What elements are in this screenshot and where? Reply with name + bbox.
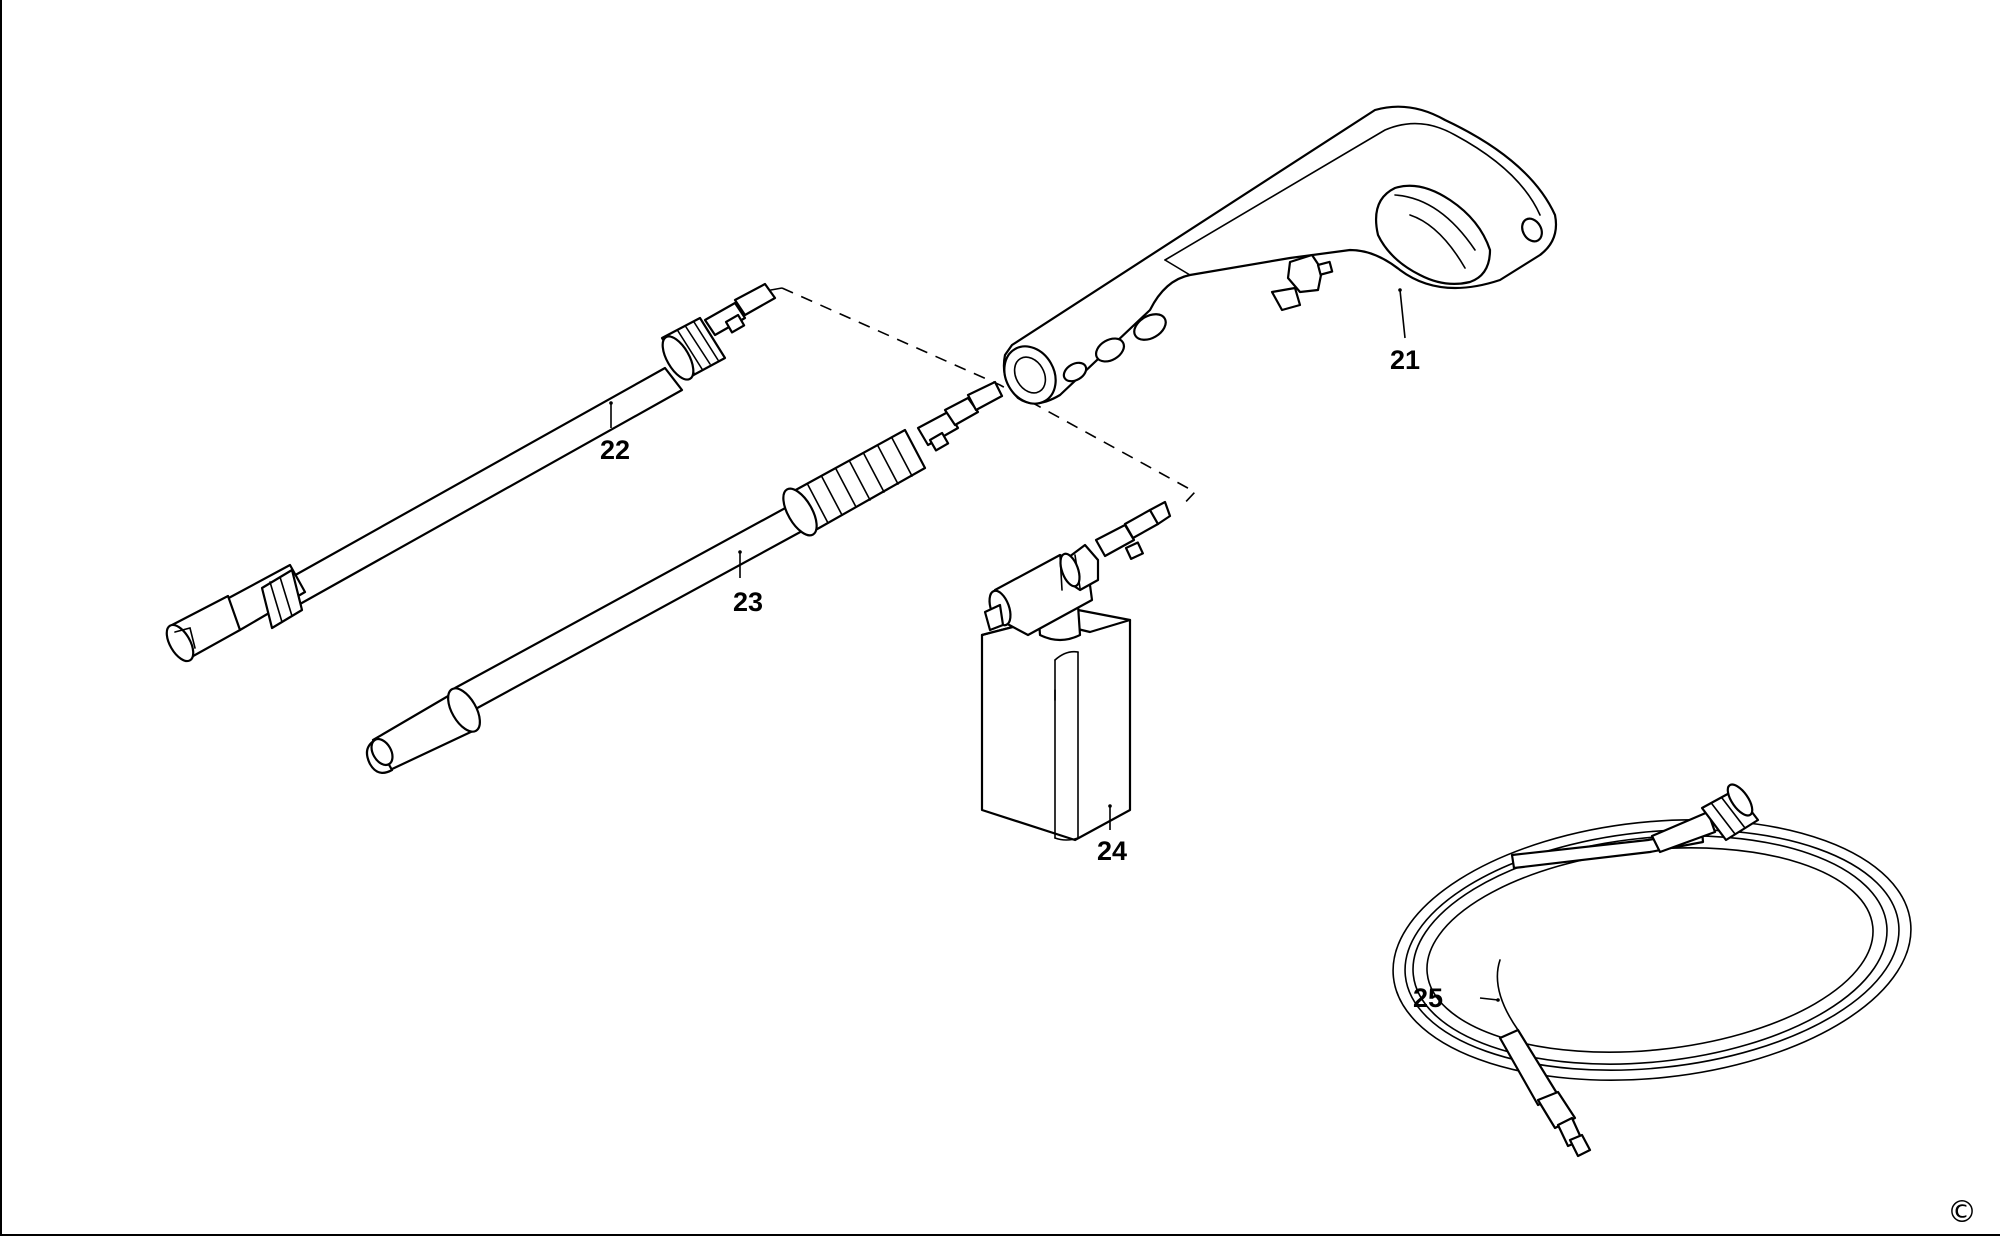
leader-lines	[609, 288, 1500, 1002]
variable-spray-lance	[165, 282, 777, 663]
assembly-dashed-lines	[759, 287, 1197, 509]
high-pressure-hose	[1392, 783, 1912, 1158]
part-label-23: 23	[733, 587, 763, 617]
part-labels: 21 22 23 24 25	[600, 345, 1443, 1013]
part-label-21: 21	[1390, 345, 1420, 375]
part-label-24: 24	[1097, 836, 1127, 866]
detergent-bottle	[980, 500, 1172, 842]
trigger-gun-handle	[1002, 105, 1558, 405]
part-label-22: 22	[600, 435, 630, 465]
copyright-symbol: ©	[1947, 1195, 1977, 1230]
copyright-mark: ©	[1947, 1195, 1977, 1230]
turbo-rotary-lance	[365, 380, 1004, 775]
part-label-25: 25	[1413, 983, 1443, 1013]
